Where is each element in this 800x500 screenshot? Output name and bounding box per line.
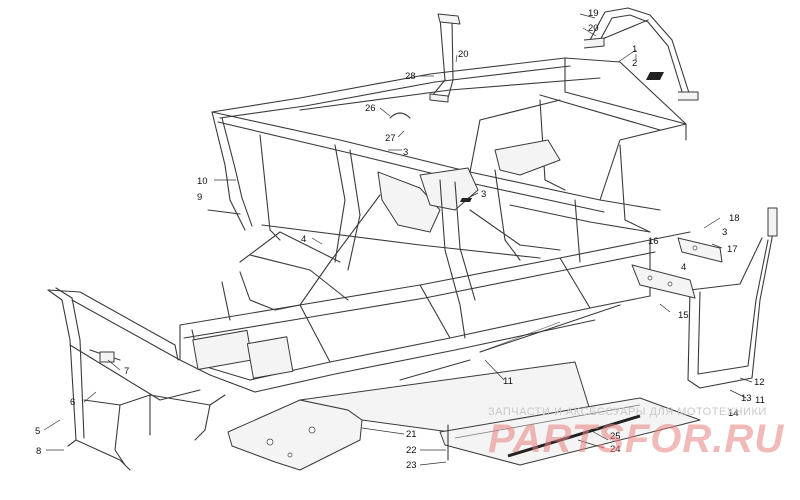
- watermark-brand: PARTSFOR.RU: [488, 417, 784, 461]
- leader-lines: [43, 13, 753, 466]
- callout-5: 5: [35, 426, 40, 437]
- weather-strip: [507, 414, 641, 458]
- callout-13: 13: [741, 393, 752, 404]
- callout-7: 7: [124, 366, 129, 377]
- callout-labels: 1 2 3 3 3 4 4 5 6 7 8 9 10 11 11 12 13 1…: [35, 8, 765, 471]
- callout-4-left: 4: [301, 234, 306, 245]
- callout-19: 19: [588, 8, 599, 19]
- front-bumper: [47, 287, 226, 471]
- callout-28: 28: [405, 71, 416, 82]
- callout-3-upper: 3: [403, 147, 408, 158]
- callout-9: 9: [197, 192, 202, 203]
- bolt-9: [207, 209, 241, 215]
- watermark: ЗАПЧАСТИ И АКСЕССУАРЫ ДЛЯ МОТОТЕХНИКИ PA…: [488, 406, 784, 461]
- callout-24: 24: [610, 444, 621, 455]
- rear-roll-bar: [583, 7, 699, 101]
- bracket-28: [429, 13, 461, 103]
- callout-11-right: 11: [755, 395, 765, 406]
- label-2: [646, 72, 664, 80]
- watermark-tagline: ЗАПЧАСТИ И АКСЕССУАРЫ ДЛЯ МОТОТЕХНИКИ: [488, 406, 767, 418]
- clamp-26: [389, 112, 411, 119]
- callout-3-right: 3: [722, 227, 727, 238]
- callout-22: 22: [406, 445, 417, 456]
- callout-26: 26: [365, 103, 376, 114]
- callout-3-middle: 3: [481, 189, 486, 200]
- callout-12: 12: [754, 377, 765, 388]
- callout-17: 17: [727, 244, 738, 255]
- callout-20-bracket: 20: [458, 49, 469, 60]
- callout-27: 27: [385, 133, 396, 144]
- callout-8: 8: [36, 446, 41, 457]
- callout-4-right: 4: [681, 262, 686, 273]
- callout-14: 14: [728, 408, 739, 419]
- skid-plate-rear: [439, 397, 701, 466]
- callout-23: 23: [406, 460, 417, 471]
- callout-10: 10: [197, 176, 208, 187]
- callout-16: 16: [648, 236, 659, 247]
- main-frame: [179, 57, 691, 393]
- callout-2: 2: [632, 58, 637, 69]
- nut-3: [460, 198, 472, 202]
- callout-18: 18: [729, 213, 740, 224]
- callout-25: 25: [610, 431, 621, 442]
- bracket-16: [631, 264, 696, 299]
- callout-21: 21: [406, 429, 417, 440]
- callout-20-top: 20: [588, 23, 599, 34]
- callout-11-center: 11: [503, 376, 513, 387]
- bracket-18: [677, 237, 723, 263]
- callout-6: 6: [70, 397, 75, 408]
- rear-door-frame: [687, 207, 778, 389]
- callout-1: 1: [632, 44, 637, 55]
- callout-15: 15: [678, 310, 689, 321]
